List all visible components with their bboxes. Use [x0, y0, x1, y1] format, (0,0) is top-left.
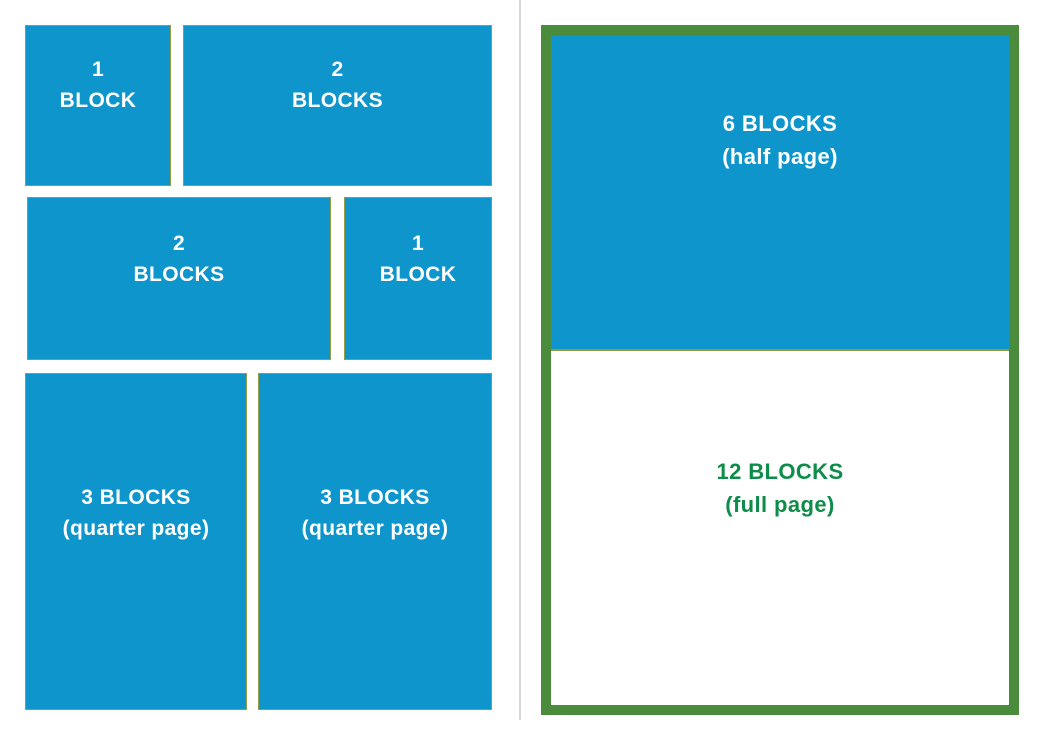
block-size-label: 6 BLOCKS — [722, 111, 838, 136]
block-size-sublabel: (half page) — [722, 144, 838, 169]
block-12-units-full-page-label: 12 BLOCKS (full page) — [551, 351, 1009, 521]
block-size-number: 2 — [172, 232, 186, 255]
block-size-label: 3 BLOCKS — [320, 486, 430, 509]
block-size-label: 12 BLOCKS — [716, 459, 844, 484]
block-6-units-half-page: 6 BLOCKS (half page) — [551, 35, 1009, 351]
block-size-label: 3 BLOCKS — [81, 486, 191, 509]
full-page-outline: 6 BLOCKS (half page) 12 BLOCKS (full pag… — [541, 25, 1019, 715]
block-1-unit-a: 1 BLOCK — [25, 25, 171, 186]
block-2-units-a: 2 BLOCKS — [183, 25, 492, 186]
block-size-label: BLOCKS — [133, 263, 225, 286]
block-size-number: 1 — [411, 232, 425, 255]
block-size-sublabel: (quarter page) — [301, 517, 449, 540]
block-size-label: BLOCKS — [291, 89, 384, 112]
block-size-label: BLOCK — [59, 89, 137, 112]
block-size-sublabel: (full page) — [725, 492, 835, 517]
block-3-units-quarter-page-b: 3 BLOCKS (quarter page) — [258, 373, 492, 710]
block-size-number: 1 — [91, 58, 105, 81]
block-1-unit-b: 1 BLOCK — [344, 197, 492, 360]
block-size-number: 2 — [331, 58, 344, 81]
panel-divider-line — [519, 0, 521, 720]
block-size-label: BLOCK — [379, 263, 457, 286]
block-2-units-b: 2 BLOCKS — [27, 197, 331, 360]
block-size-sublabel: (quarter page) — [62, 517, 210, 540]
block-3-units-quarter-page-a: 3 BLOCKS (quarter page) — [25, 373, 247, 710]
